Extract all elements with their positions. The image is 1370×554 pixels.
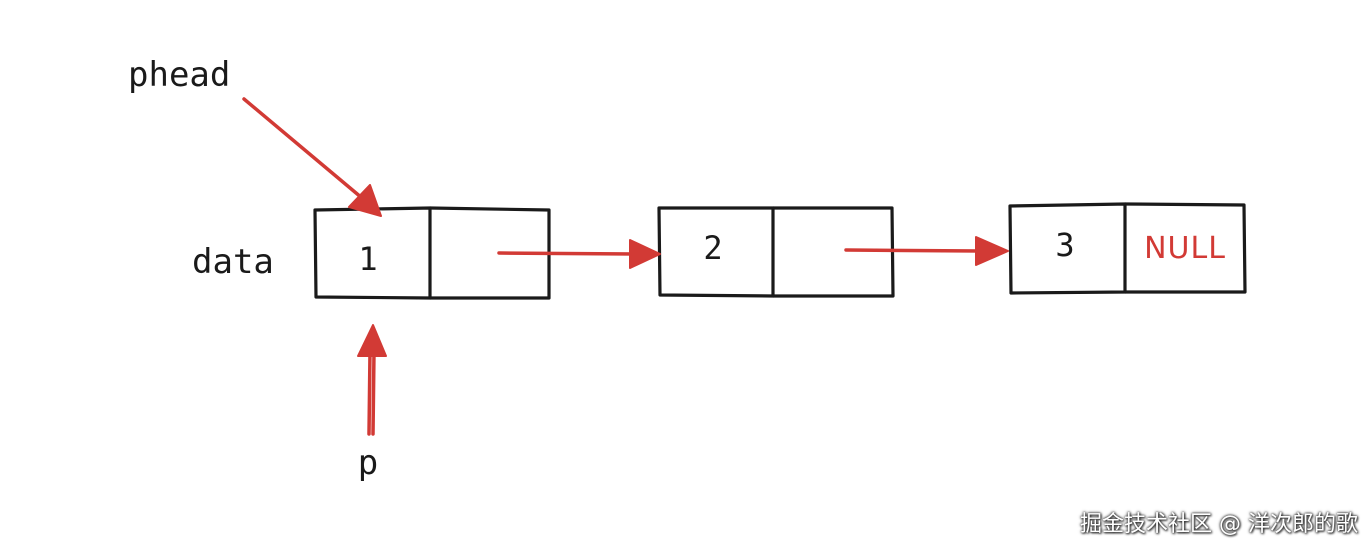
node-2-value: 2 — [703, 229, 722, 267]
node-3-next-cell — [1124, 202, 1247, 294]
node-2: 2 — [657, 206, 895, 298]
phead-label: phead — [128, 55, 230, 95]
node-1-value: 1 — [358, 240, 377, 278]
node-1: 1 — [313, 206, 551, 300]
node-2-next-cell — [773, 206, 895, 298]
link-arrow-2-to-3 — [844, 236, 1009, 266]
p-pointer: p — [357, 324, 387, 483]
node-3: 3 NULL — [1008, 202, 1247, 295]
link-arrow-1-to-2 — [497, 239, 661, 269]
watermark-text: 掘金技术社区 @ 洋次郎的歌 — [1080, 512, 1358, 537]
node-3-next-null: NULL — [1144, 231, 1226, 266]
data-field-label: data — [192, 242, 274, 282]
node-3-value: 3 — [1055, 226, 1074, 264]
p-label: p — [358, 443, 378, 483]
phead-pointer: phead — [128, 55, 382, 217]
